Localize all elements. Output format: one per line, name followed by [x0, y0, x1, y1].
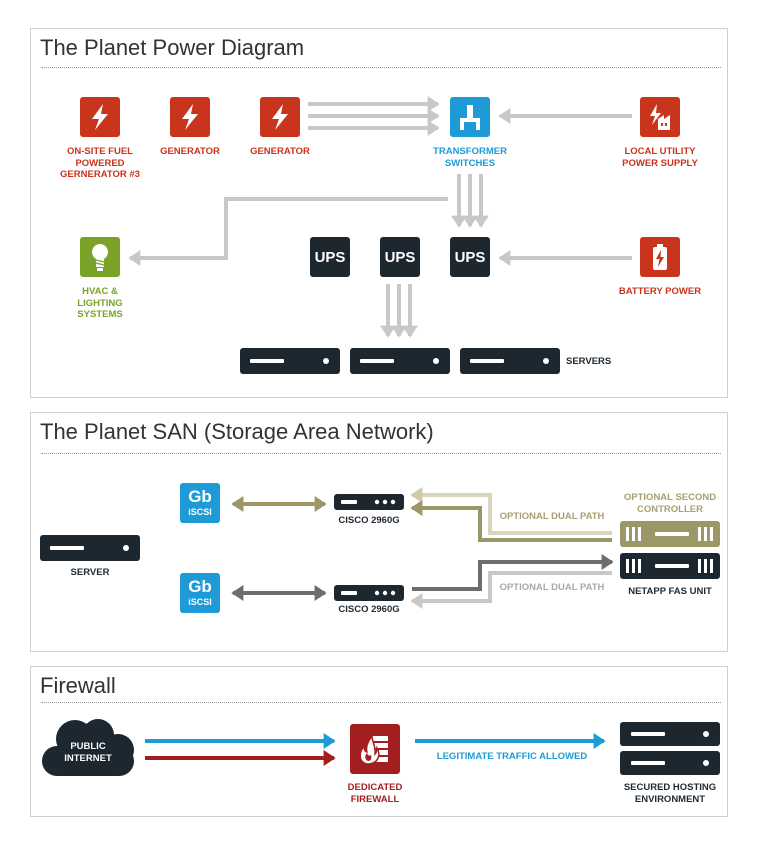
legitimate-traffic-label: LEGITIMATE TRAFFIC ALLOWED: [436, 751, 588, 762]
cloud-icon: [42, 719, 134, 776]
cisco-switch-top-label: CISCO 2960G: [338, 515, 400, 526]
firewall-icon: [350, 724, 400, 774]
generator-2-label: GENERATOR: [250, 146, 310, 157]
netapp-fas-unit-label: NETAPP FAS UNIT: [628, 586, 712, 597]
lightbulb-icon: [80, 237, 120, 277]
building-lightning-icon: [640, 97, 680, 137]
title-divider: [41, 702, 721, 703]
transformer-switch-icon: [450, 97, 490, 137]
battery-icon: [640, 237, 680, 277]
ups-unit-2: UPS: [380, 237, 420, 277]
cisco-switch-bottom-label: CISCO 2960G: [338, 604, 400, 615]
ups-unit-3: UPS: [450, 237, 490, 277]
optional-dual-path-top-label: OPTIONAL DUAL PATH: [499, 511, 605, 522]
ups-unit-1: UPS: [310, 237, 350, 277]
battery-power-label: BATTERY POWER: [618, 286, 702, 297]
title-divider: [41, 67, 721, 68]
optional-dual-path-bottom-label: OPTIONAL DUAL PATH: [499, 582, 605, 593]
generator-lightning-icon: [260, 97, 300, 137]
onsite-generator-lightning-icon: [80, 97, 120, 137]
power-diagram-title: The Planet Power Diagram: [40, 35, 305, 60]
generator-lightning-icon: [170, 97, 210, 137]
san-diagram-title: The Planet SAN (Storage Area Network): [40, 419, 434, 444]
power-diagram-panel: The Planet Power Diagram: [30, 28, 728, 398]
servers-label: SERVERS: [566, 356, 612, 367]
firewall-title: Firewall: [40, 673, 116, 698]
generator-1-label: GENERATOR: [160, 146, 220, 157]
san-server-label: SERVER: [70, 567, 110, 578]
title-divider: [41, 453, 721, 454]
